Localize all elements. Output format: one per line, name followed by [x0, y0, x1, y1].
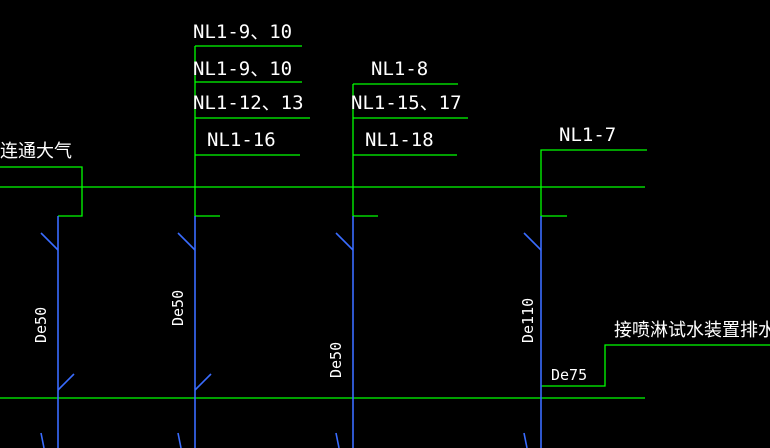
- pipe-a-size: De50: [32, 307, 50, 343]
- pipe-d-tick-upper: [523, 232, 542, 251]
- pipe-a-tick-upper: [40, 232, 59, 251]
- col2-tag-3: NL1-18: [365, 129, 434, 151]
- pipe-c-tick-bottom: [335, 432, 340, 448]
- col2-tag-2: NL1-15、17: [351, 92, 462, 114]
- pipe-c-size: De50: [327, 342, 345, 378]
- drain-label: 接喷淋试水装置排水: [614, 320, 770, 341]
- col3-tag-1: NL1-7: [559, 124, 616, 146]
- vent-label: 连通大气: [0, 141, 72, 162]
- col2-tag-1: NL1-8: [371, 58, 428, 80]
- pipe-b-tick-bottom: [177, 432, 182, 448]
- branch-size: De75: [551, 366, 587, 384]
- col1-tag-2: NL1-9、10: [193, 58, 292, 80]
- vent-leader-left: [0, 166, 83, 217]
- branch-leader-right: [541, 344, 770, 387]
- col3-leader: [540, 149, 647, 216]
- pipe-d-size: De110: [519, 298, 537, 343]
- pipe-a-tick-lower: [57, 373, 75, 391]
- pipe-b-size: De50: [169, 290, 187, 326]
- pipe-d-tick-bottom: [523, 432, 528, 448]
- col1-tag-3: NL1-12、13: [193, 92, 304, 114]
- pipe-b-tick-upper: [177, 232, 196, 251]
- pipe-a-tick-bottom: [40, 432, 45, 448]
- pipe-b-tick-lower: [194, 373, 212, 391]
- col1-tag-4: NL1-16: [207, 129, 276, 151]
- pipe-c-tick-upper: [335, 232, 354, 251]
- col1-tag-1: NL1-9、10: [193, 21, 292, 43]
